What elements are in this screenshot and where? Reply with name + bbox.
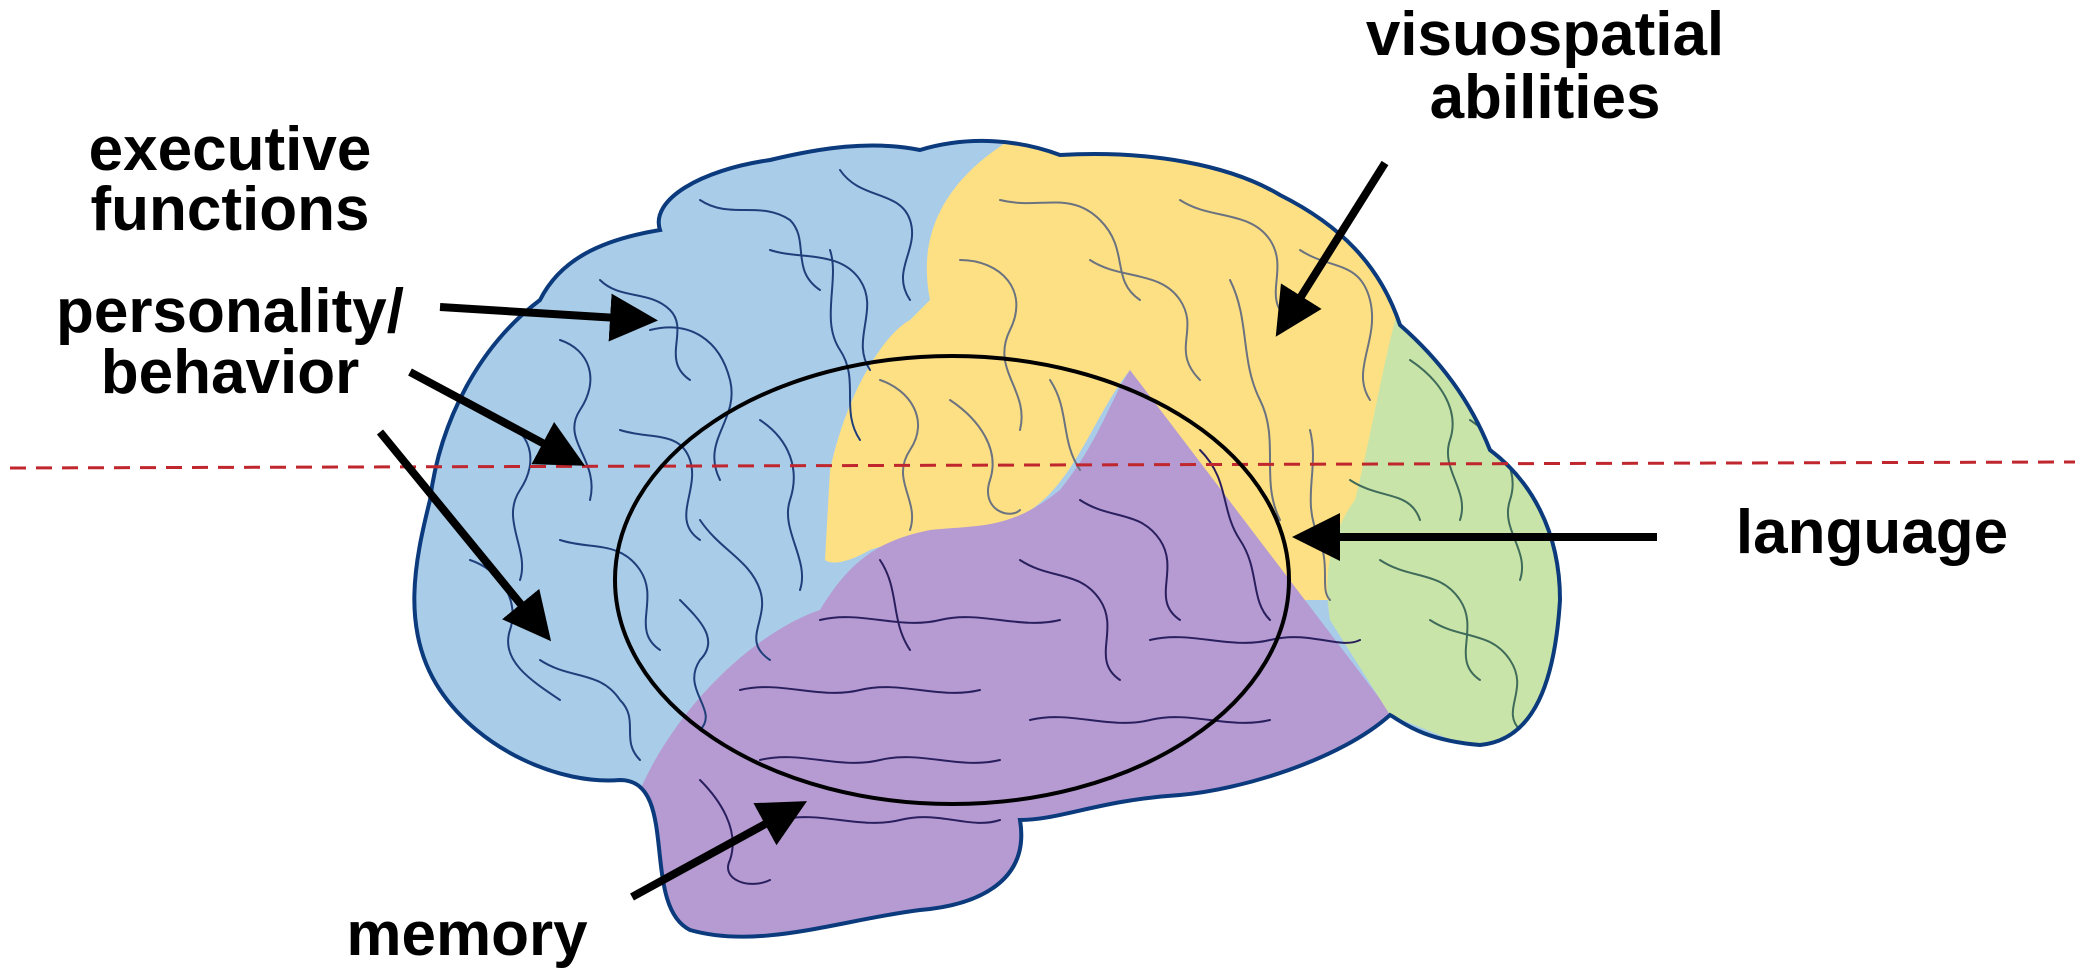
label-visuospatial-line1: visuospatial — [1366, 0, 1724, 69]
brain-regions — [380, 120, 1600, 970]
label-executive-line1: executive — [89, 115, 372, 184]
label-personality-line2: behavior — [101, 338, 359, 407]
label-language: language — [1736, 498, 2008, 567]
label-visuospatial-line2: abilities — [1430, 63, 1661, 132]
label-executive-line2: functions — [91, 175, 370, 244]
label-personality-line1: personality/ — [56, 277, 404, 346]
label-memory: memory — [346, 900, 588, 969]
